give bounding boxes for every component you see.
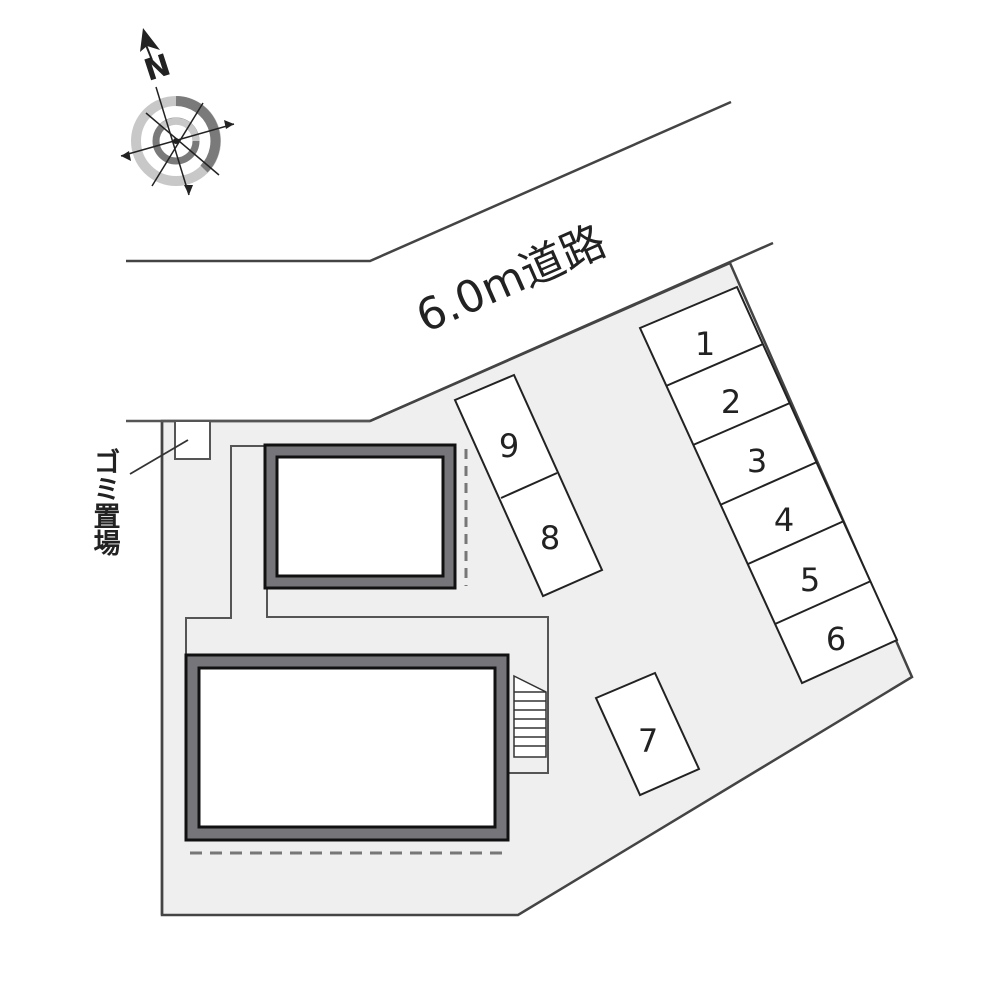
road-far-edge xyxy=(126,100,732,263)
parking-strip-8-9 xyxy=(453,373,604,598)
parking-stall-9: 9 xyxy=(499,427,519,465)
road-label: 6.0m道路 xyxy=(409,216,613,343)
svg-text:ゴミ置場: ゴミ置場 xyxy=(89,447,121,556)
parking-stall-7-box xyxy=(594,671,701,797)
parking-stall-8: 8 xyxy=(540,519,560,557)
stairs-icon xyxy=(513,674,547,758)
parking-stall-1: 1 xyxy=(695,325,715,363)
road-near-edge xyxy=(369,241,774,423)
parking-stall-5: 5 xyxy=(800,561,820,599)
walkway-outline xyxy=(185,445,265,658)
parking-stall-7: 7 xyxy=(638,722,658,760)
north-arrow-icon xyxy=(140,28,160,52)
garbage-label: ゴミ置場 xyxy=(89,447,121,556)
parking-stall-4: 4 xyxy=(774,501,794,539)
garbage-area xyxy=(174,420,211,460)
parking-stall-3: 3 xyxy=(747,442,767,480)
parking-stall-6: 6 xyxy=(826,620,846,658)
parking-stall-2: 2 xyxy=(721,383,741,421)
compass-north-label: N xyxy=(140,48,175,89)
compass-rose-icon xyxy=(120,86,235,196)
parking-strip-1-6 xyxy=(638,285,899,685)
garbage-leader-line xyxy=(129,439,189,475)
walkway-outline-right xyxy=(266,588,549,774)
